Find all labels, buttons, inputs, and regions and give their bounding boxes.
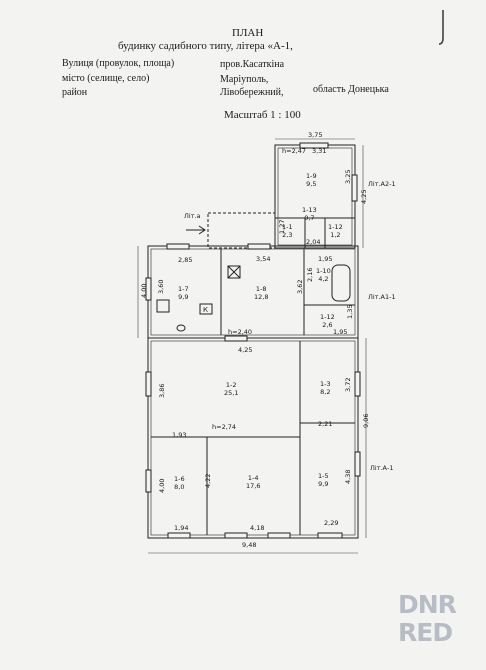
dim-386: 3,86: [158, 383, 166, 398]
dim-422: 4,22: [204, 473, 212, 488]
corner-stroke-mark: [438, 10, 444, 45]
dim-195: 1,95: [318, 255, 333, 263]
dim-372: 3,72: [344, 377, 352, 392]
dim-418: 4,18: [250, 524, 265, 532]
district-label: район: [62, 87, 88, 98]
label-lit-a1: Літ.А1-1: [368, 293, 396, 301]
dim-h274: h=2,74: [212, 423, 237, 431]
stove-label: К: [203, 306, 208, 314]
dim-906: 9,06: [362, 413, 370, 428]
dim-400-left: 4,00: [140, 283, 148, 298]
district-value: Лівобережний,: [220, 87, 284, 98]
dim-204: 2,04: [306, 238, 321, 246]
dim-top-width: 3,75: [308, 131, 323, 139]
dim-229: 2,29: [324, 519, 339, 527]
city-label: місто (селище, село): [62, 73, 150, 84]
dim-354: 3,54: [256, 255, 271, 263]
dim-total-width: 9,48: [242, 541, 257, 549]
street-value: пров.Касаткіна: [220, 59, 285, 70]
main-section-outline: [147, 337, 359, 539]
dim-135: 1,35: [346, 304, 354, 319]
dnr-red-watermark-logo: DNR RED: [398, 590, 457, 647]
dim-438: 4,38: [344, 469, 352, 484]
dim-360: 3,60: [157, 279, 165, 294]
region-value: область Донецька: [313, 84, 389, 95]
document-subtitle: будинку садибного типу, літера «А-1,: [118, 40, 293, 52]
dim-a2-side: 3,25: [344, 169, 352, 184]
dim-194: 1,94: [174, 524, 189, 532]
label-lit-a2: Літ.А2-1: [368, 180, 396, 188]
dim-216: 2,16: [306, 267, 314, 282]
porch-outline: [207, 212, 276, 249]
scale-label: Масштаб 1 : 100: [224, 109, 301, 121]
dim-a2-width: 3,31: [312, 147, 327, 155]
city-value: Маріуполь,: [220, 74, 269, 85]
dim-a2-side2: 4,25: [360, 189, 368, 204]
dim-a2-height: h=2,47: [282, 147, 307, 155]
label-lit-a: Літ.а: [184, 212, 201, 220]
dim-221: 2,21: [318, 420, 333, 428]
dim-285: 2,85: [178, 256, 193, 264]
document-title: ПЛАН: [232, 27, 264, 39]
street-label: Вулиця (провулок, площа): [62, 58, 175, 69]
dim-195b: 1,95: [333, 328, 348, 336]
dim-400b: 4,00: [158, 478, 166, 493]
label-lit-a-main: Літ.А-1: [370, 464, 394, 472]
dim-h240: h=2,40: [228, 328, 253, 336]
dim-193: 1,93: [172, 431, 187, 439]
dim-425: 4,25: [238, 346, 253, 354]
dim-362: 3,62: [296, 279, 304, 294]
